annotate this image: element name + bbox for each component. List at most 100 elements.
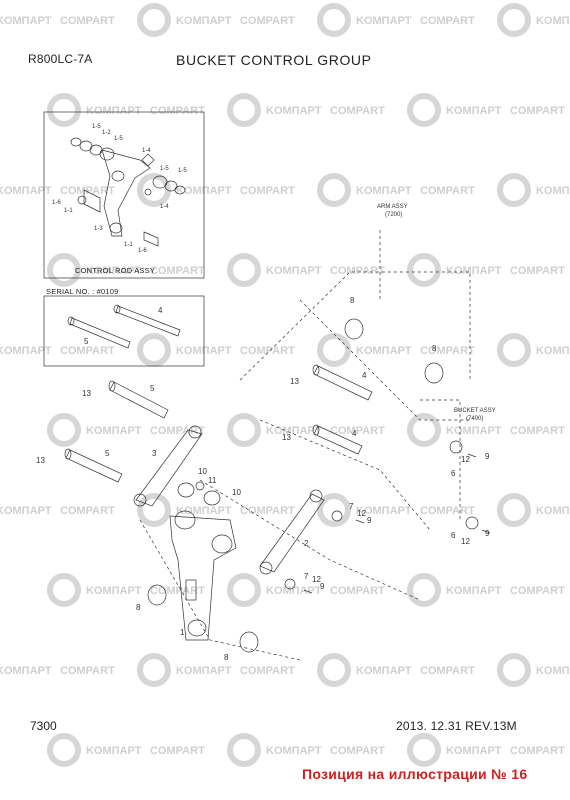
label-item: 5 xyxy=(105,449,110,458)
label-item: 1-5 xyxy=(114,136,123,142)
illustration-position-note: Позиция на иллюстрации № 16 xyxy=(302,766,528,782)
watermark-logo-icon xyxy=(407,93,441,127)
label-item: 12 xyxy=(461,455,470,464)
watermark-text: KOMПАРТ xyxy=(446,105,502,117)
watermark-logo-icon xyxy=(47,573,81,607)
watermark-text: KOMПАРТ xyxy=(446,585,502,597)
watermark-logo-icon xyxy=(137,3,171,37)
watermark-text: COMPART xyxy=(240,15,295,27)
watermark-tile: KOMПАРТ COMPART xyxy=(47,253,205,287)
watermark-text: KOMПАРТ xyxy=(0,505,52,517)
serial-number-label: SERIAL NO. : #0109 xyxy=(46,287,119,296)
control-rod-assy-title: CONTROL ROD ASSY xyxy=(75,266,156,275)
serial-inset-frame xyxy=(43,295,205,367)
watermark-tile: KOMПАРТ COMPART xyxy=(407,93,565,127)
watermark-logo-icon xyxy=(407,573,441,607)
watermark-logo-icon xyxy=(317,653,351,687)
label-item: 10 xyxy=(198,467,207,476)
label-item: 10 xyxy=(232,488,241,497)
watermark-text: COMPART xyxy=(330,425,385,437)
serial-labels: 4 5 xyxy=(84,306,163,346)
watermark-logo-icon xyxy=(407,253,441,287)
label-item: 6 xyxy=(451,531,456,540)
watermark-text: COMPART xyxy=(150,745,205,757)
control-rod-inset-frame xyxy=(43,111,205,279)
watermark-logo-icon xyxy=(47,413,81,447)
watermark-text: COMPART xyxy=(60,185,115,197)
watermark-text: KOMПАРТ xyxy=(266,425,322,437)
watermark-text: COMPART xyxy=(420,665,475,677)
watermark-text: COMPART xyxy=(330,585,385,597)
label-item: 1 xyxy=(180,628,185,637)
watermark-text: KOMПАРТ xyxy=(86,265,142,277)
watermark-text: COMPART xyxy=(60,15,115,27)
label-item: 1-4 xyxy=(142,148,151,154)
label-item: 1-6 xyxy=(138,248,147,254)
label-item: 7 xyxy=(304,572,309,581)
watermark-text: KOMПАРТ xyxy=(536,665,570,677)
watermark-text: COMPART xyxy=(510,745,565,757)
watermark-text: COMPART xyxy=(150,265,205,277)
watermark-text: COMPART xyxy=(510,105,565,117)
watermark-text: KOMПАРТ xyxy=(86,585,142,597)
label-item: 1-6 xyxy=(52,200,61,206)
watermark-logo-icon xyxy=(497,3,531,37)
watermark-text: COMPART xyxy=(150,105,205,117)
watermark-text: KOMПАРТ xyxy=(356,15,412,27)
watermark-text: KOMПАРТ xyxy=(0,185,52,197)
label-item: 11 xyxy=(208,476,217,485)
watermark-logo-icon xyxy=(227,733,261,767)
label-item: 3 xyxy=(152,449,157,458)
watermark-logo-icon xyxy=(137,493,171,527)
watermark-text: KOMПАРТ xyxy=(266,105,322,117)
label-item: 1-5 xyxy=(160,166,169,172)
label-item: 5 xyxy=(150,384,155,393)
watermark-text: COMPART xyxy=(330,745,385,757)
label-item: 9 xyxy=(320,582,325,591)
label-item: 1-3 xyxy=(94,226,103,232)
watermark-tile: KOMПАРТ COMPART xyxy=(407,733,565,767)
watermark-text: KOMПАРТ xyxy=(176,15,232,27)
page-title: BUCKET CONTROL GROUP xyxy=(176,52,372,68)
label-item: 13 xyxy=(282,433,291,442)
watermark-text: KOMПАРТ xyxy=(176,665,232,677)
label-item: 4 xyxy=(158,306,163,315)
page-number: 7300 xyxy=(30,719,57,733)
watermark-text: KOMПАРТ xyxy=(266,585,322,597)
watermark-tile: KOMПАРТ COMPART xyxy=(0,505,115,517)
watermark-text: KOMПАРТ xyxy=(266,265,322,277)
control-rod-assy-drawing xyxy=(70,137,186,247)
label-item: 8 xyxy=(350,296,355,305)
watermark-tile: KOMПАРТ COMPART xyxy=(227,413,385,447)
watermark-text: KOMПАРТ xyxy=(446,265,502,277)
watermark-text: COMPART xyxy=(240,665,295,677)
watermark-text: KOMПАРТ xyxy=(0,345,52,357)
watermark-text: KOMПАРТ xyxy=(446,745,502,757)
watermark-logo-icon xyxy=(497,333,531,367)
label-item: 12 xyxy=(357,509,366,518)
main-labels: 8 13 4 8 13 4 13 5 13 5 3 10 11 10 7 12 … xyxy=(36,296,490,662)
label-item: 8 xyxy=(224,653,229,662)
watermark-text: COMPART xyxy=(60,505,115,517)
watermark-tile: KOMПАРТ COMPART xyxy=(137,3,295,37)
watermark-text: COMPART xyxy=(240,185,295,197)
watermark-logo-icon xyxy=(407,413,441,447)
label-item: 12 xyxy=(312,575,321,584)
label-item: 9 xyxy=(485,529,490,538)
